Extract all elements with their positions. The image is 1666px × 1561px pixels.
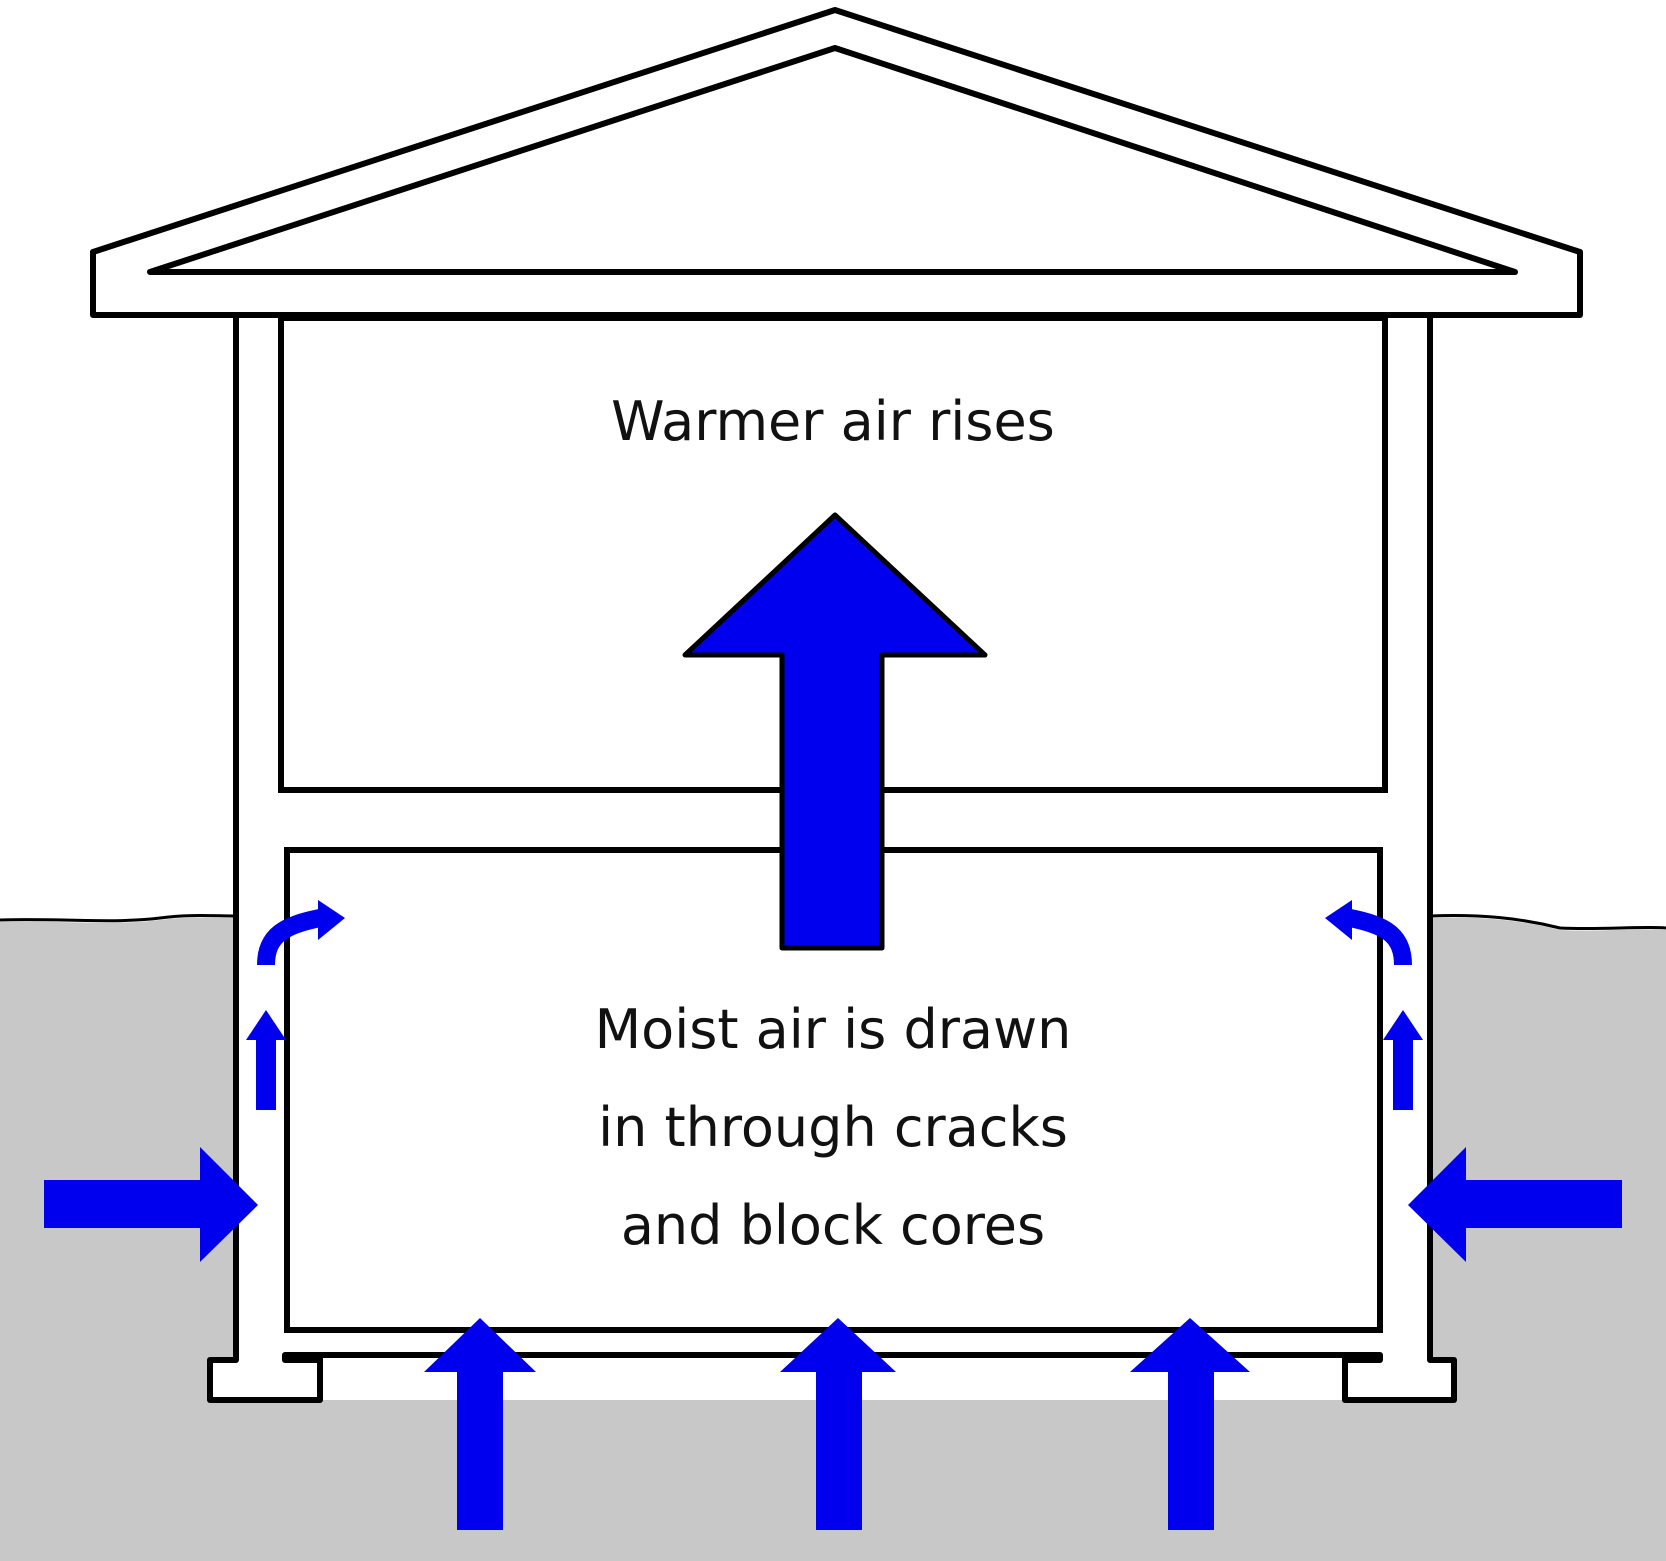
arrow-up-icon [682,512,988,951]
ground-line-right [1429,914,1666,931]
roof-inner [147,45,1518,275]
lower-room-label-line1: Moist air is drawn [595,998,1072,1061]
ground-area-right [1430,917,1666,1561]
curved-arrow-right-icon [246,900,345,1110]
arrow-right-icon [44,1147,258,1262]
ground-area [0,917,236,1561]
arrow-up-icon [424,1318,536,1530]
arrow-up-icon [780,1318,896,1530]
ground-line-left [0,914,237,923]
arrow-left-icon [1408,1147,1622,1262]
lower-room-label-line3: and block cores [621,1194,1045,1257]
curved-arrow-left-icon [1325,900,1423,1110]
slab-bottom [285,1352,1380,1400]
arrow-up-icon [1130,1318,1250,1530]
upper-room-label: Warmer air rises [611,390,1055,453]
lower-room-label-line2: in through cracks [598,1096,1068,1159]
